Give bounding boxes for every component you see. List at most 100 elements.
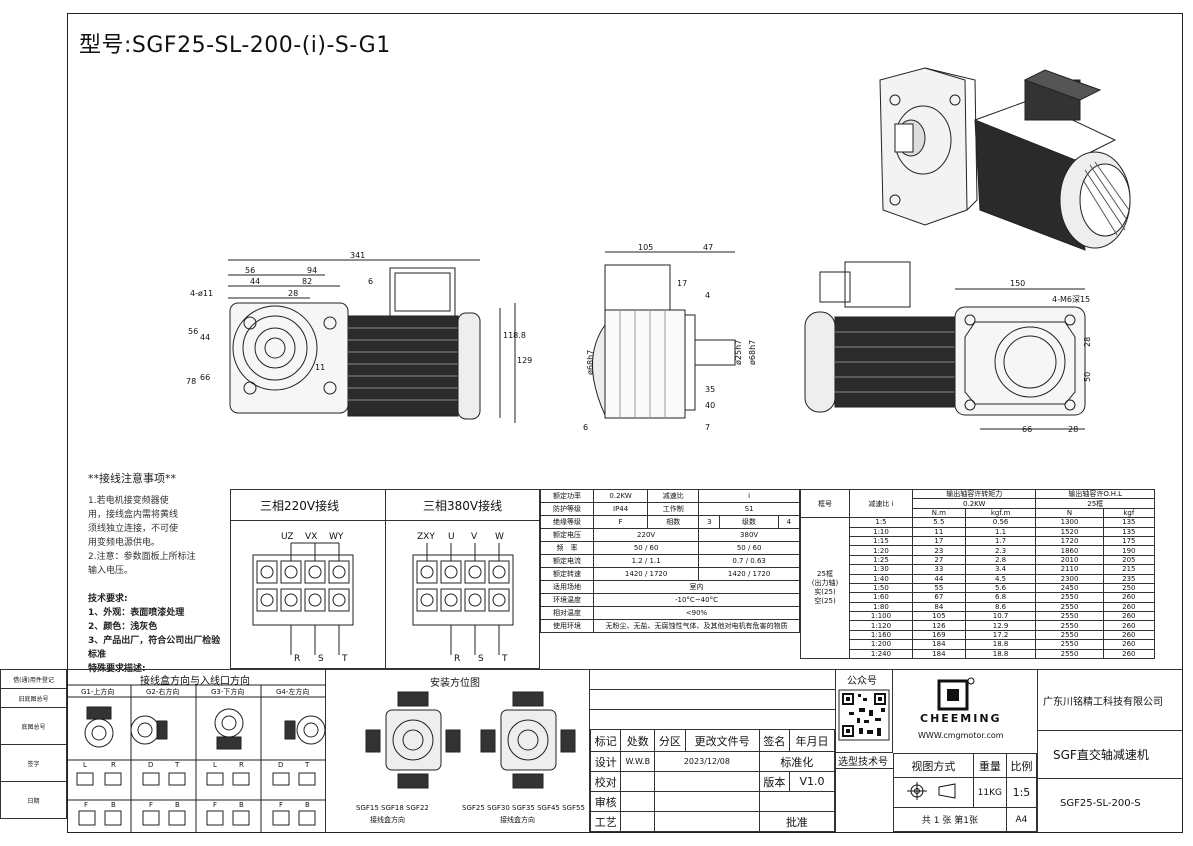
logo-text: CHEEMING	[920, 712, 1002, 725]
sub-r2: R	[239, 761, 244, 769]
ratio-cell: 1:60	[849, 592, 913, 603]
ratio-cell: 135	[1102, 517, 1156, 528]
note-line: 用变频电源供电。	[88, 538, 161, 548]
note-line: 1.若电机接变频器使	[88, 496, 169, 506]
spec-cell: 50 / 60	[698, 541, 800, 555]
label-t2: T	[501, 654, 508, 664]
ratio-cell: 4.5	[964, 573, 1037, 584]
install-left-caption: SGF15 SGF18 SGF22	[356, 804, 429, 812]
spec-cell: 减速比	[647, 489, 700, 503]
ratio-cell: 1:200	[849, 639, 913, 650]
dir-g1: G1-上方向	[81, 687, 114, 696]
frame-label-line: 实(25)	[814, 588, 836, 597]
ratio-cell: 1:120	[849, 620, 913, 631]
fb-b3: B	[239, 801, 244, 809]
wiring-divider	[385, 489, 386, 669]
dim-44-v: 44	[200, 333, 210, 342]
ratio-cell: 175	[1102, 535, 1156, 547]
sidebar-cell: 底图总号	[0, 707, 67, 745]
ratio-cell: 5.6	[964, 582, 1037, 594]
fb-b2: B	[175, 801, 180, 809]
ratio-cell: 260	[1102, 601, 1156, 613]
approve-label: 批准	[758, 811, 836, 832]
ratio-cell: 184	[912, 639, 966, 650]
label-r2: R	[454, 654, 460, 664]
dim-78-v: 78	[186, 377, 196, 386]
tech-line: 1、外观：表面喷漆处理	[88, 608, 185, 618]
dim-50-r: 50	[1083, 372, 1092, 382]
dim-82: 82	[302, 277, 312, 286]
dim-56-v: 56	[188, 327, 198, 336]
sidebar-cell: 签字	[0, 744, 67, 782]
ratio-cell: 135	[1102, 526, 1156, 537]
view-table: 视图方式 重量 比例 11KG 1:5 共 1 张 第1张 A4	[893, 753, 1038, 832]
sidebar-cell: 旧底图总号	[0, 688, 67, 708]
designer: W.W.B	[620, 751, 656, 772]
ratio-cell: 2450	[1035, 582, 1104, 594]
dir-g3: G3-下方向	[211, 687, 244, 696]
fb-f: F	[84, 801, 88, 809]
public-no-label: 公众号	[847, 676, 877, 687]
junction-panel	[67, 669, 326, 833]
qr-cell	[835, 669, 893, 753]
terminal-diagrams: UZ VX WY ZXY U V W R S T R S T	[252, 532, 514, 664]
paper-size: A4	[1005, 807, 1038, 832]
frame-label-line: (出力轴)	[811, 579, 839, 588]
fb-f4: F	[279, 801, 283, 809]
projection-icon	[907, 782, 956, 800]
sub-d: D	[148, 761, 153, 769]
version-label: 版本	[758, 771, 791, 792]
spec-cell: 额定功率	[540, 489, 594, 503]
label-zxy: ZXY	[417, 532, 435, 542]
ratio-cell: 2110	[1035, 564, 1104, 575]
weight-val: 11KG	[972, 777, 1007, 808]
rear-view: 150 4-M6深15 28 50 66 28	[804, 261, 1092, 434]
rev-h: 签名	[758, 729, 791, 752]
ratio-cell: 67	[912, 592, 966, 603]
unit: kgf.m	[964, 507, 1037, 519]
dim-7: 7	[705, 423, 710, 432]
ratio-cell: 17	[912, 535, 966, 547]
label-w: W	[495, 532, 504, 542]
process-label: 工艺	[589, 811, 622, 832]
company-line	[1037, 730, 1183, 731]
spec-cell: <90%	[593, 606, 800, 620]
install-diagrams	[365, 691, 576, 789]
ratio-cell: 2.8	[964, 554, 1037, 566]
spec-cell: 220V	[592, 528, 700, 542]
side-view: 341 56 94 44 82 28 6 4-ø11 56 44 78 66 1…	[186, 251, 532, 423]
ratio-cell: 1720	[1035, 535, 1104, 547]
dim-94: 94	[307, 266, 317, 275]
spec-cell: 0.2KW	[592, 489, 649, 503]
sidebar-cell: 借(通)用件登记	[0, 669, 67, 689]
model-no: SGF25-SL-200-S	[1060, 798, 1141, 809]
rev-h: 处数	[620, 729, 656, 752]
dim-6b: 6	[583, 423, 588, 432]
note-line: 用，接线盒内需将黄线	[88, 510, 179, 520]
ratio-cell: 2300	[1035, 573, 1104, 584]
ratio-cell: 5.5	[912, 517, 966, 528]
scale-val: 1:5	[1005, 777, 1038, 808]
spec-cell: 防护等级	[540, 502, 594, 516]
label-v: V	[471, 532, 478, 542]
weight-label: 重量	[972, 753, 1007, 778]
ratio-cell: 215	[1102, 564, 1156, 575]
dim-6: 6	[368, 277, 373, 286]
ratio-cell: 1300	[1035, 517, 1104, 528]
spec-cell: 环境温度	[540, 593, 594, 607]
drawing-frame	[67, 13, 1183, 833]
sub-d2: D	[278, 761, 283, 769]
dim-56: 56	[245, 266, 255, 275]
spec-cell: i	[698, 489, 800, 503]
dim-d68b: ø68h7	[748, 340, 757, 365]
install-title: 安装方位图	[430, 678, 480, 689]
ratio-cell: 12.9	[964, 620, 1037, 631]
